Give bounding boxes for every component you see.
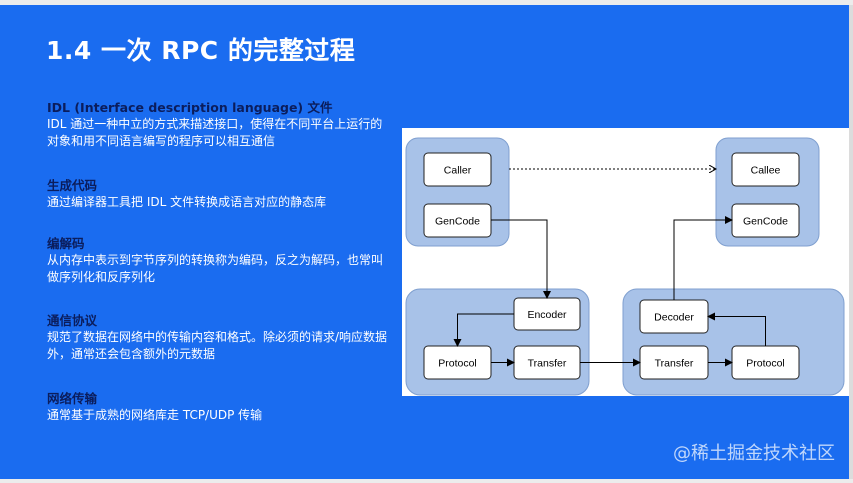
section-body: 从内存中表示到字节序列的转换称为编码，反之为解码，也常叫做序列化和反序列化 [47, 253, 384, 284]
protocol-left-label: Protocol [438, 358, 477, 370]
encoder-label: Encoder [527, 309, 567, 321]
section-idl: IDL (Interface description language) 文件 … [47, 99, 392, 150]
section-body: 通常基于成熟的网络库走 TCP/UDP 传输 [47, 408, 263, 422]
gencode-to-encoder-arrow [491, 219, 551, 299]
decoder-label: Decoder [654, 312, 694, 324]
protocol-right-label: Protocol [746, 358, 785, 370]
section-heading: 通信协议 [47, 313, 98, 328]
section-heading: 网络传输 [47, 391, 98, 406]
gencode-left-label: GenCode [435, 216, 480, 228]
callee-node [731, 152, 800, 187]
section-codegen: 生成代码 通过编译器工具把 IDL 文件转换成语言对应的静态库 [47, 177, 392, 211]
caller-label: Caller [444, 165, 472, 177]
section-codec: 编解码 从内存中表示到字节序列的转换称为编码，反之为解码，也常叫做序列化和反序列… [47, 235, 392, 286]
watermark: @稀土掘金技术社区 [673, 443, 835, 464]
slide-title: 1.4 一次 RPC 的完整过程 [46, 36, 356, 65]
caller-node [423, 152, 492, 187]
section-heading: IDL (Interface description language) 文件 [47, 100, 333, 115]
transfer-right-label: Transfer [655, 358, 694, 370]
rpc-diagram-svg: Caller GenCode Callee GenCode Encoder Pr… [405, 137, 845, 396]
section-protocol: 通信协议 规范了数据在网络中的传输内容和格式。除必须的请求/响应数据外，通常还会… [47, 312, 392, 363]
section-network: 网络传输 通常基于成熟的网络库走 TCP/UDP 传输 [47, 390, 392, 424]
protocol-to-decoder-arrow [707, 312, 766, 346]
right-edge [849, 5, 853, 479]
section-body: IDL 通过一种中立的方式来描述接口，使得在不同平台上运行的对象和用不同语言编写… [47, 117, 383, 148]
section-heading: 生成代码 [47, 178, 98, 193]
encoder-to-protocol-arrow [453, 313, 514, 347]
slide: 1.4 一次 RPC 的完整过程 IDL (Interface descript… [0, 5, 853, 479]
section-body: 通过编译器工具把 IDL 文件转换成语言对应的静态库 [47, 195, 327, 209]
section-heading: 编解码 [47, 236, 85, 251]
rpc-diagram: Caller GenCode Callee GenCode Encoder Pr… [402, 128, 849, 396]
callee-label: Callee [751, 165, 781, 177]
gencode-right-label: GenCode [743, 216, 788, 228]
transfer-left-label: Transfer [528, 358, 567, 370]
section-body: 规范了数据在网络中的传输内容和格式。除必须的请求/响应数据外，通常还会包含额外的… [47, 330, 388, 361]
decoder-to-gencode-arrow [673, 216, 733, 300]
